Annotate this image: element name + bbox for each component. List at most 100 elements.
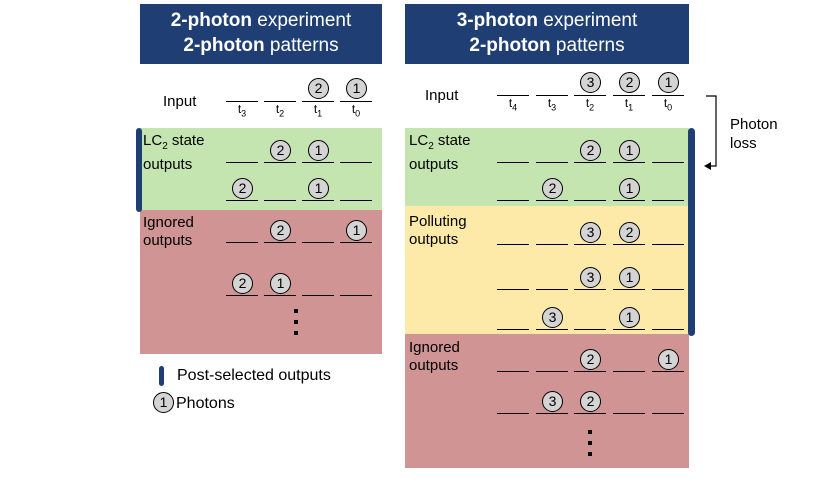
- right-ignored-slot: [652, 413, 684, 414]
- right-polluting-slot: [613, 289, 645, 290]
- left-lc2-slot: [340, 200, 372, 201]
- right-post-selected-bracket: [688, 128, 695, 336]
- left-lc2-photon: 1: [308, 140, 329, 161]
- right-ignored-slot: [652, 371, 684, 372]
- left-input-time-slot: [340, 101, 372, 102]
- right-polluting-slot: [497, 329, 529, 330]
- right-polluting-slot: [536, 289, 568, 290]
- left-ignored-zone: [140, 210, 382, 354]
- right-polluting-slot: [652, 244, 684, 245]
- right-polluting-slot: [574, 244, 606, 245]
- left-lc2-label: LC2 state outputs: [143, 132, 205, 173]
- left-header: 2-photon experiment 2-photon patterns: [140, 4, 382, 64]
- right-header: 3-photon experiment 2-photon patterns: [405, 4, 689, 64]
- right-polluting-slot: [536, 329, 568, 330]
- right-polluting-photon: 3: [542, 307, 563, 328]
- right-input-time-slot: [497, 95, 529, 96]
- left-post-selected-bracket: [136, 128, 142, 212]
- right-ignored-slot: [536, 413, 568, 414]
- left-header-line2: 2-photon patterns: [183, 35, 339, 56]
- right-ignored-photon: 2: [580, 349, 601, 370]
- right-polluting-photon: 3: [580, 267, 601, 288]
- left-lc2-slot: [302, 162, 334, 163]
- left-ignored-slot: [264, 295, 296, 296]
- left-lc2-slot: [226, 162, 258, 163]
- left-input-time-slot: [226, 101, 258, 102]
- right-input-time-slot: [574, 95, 606, 96]
- right-input-time-label: t3: [547, 96, 557, 113]
- left-lc2-slot: [302, 200, 334, 201]
- left-lc2-slot: [340, 162, 372, 163]
- left-input-time-label: t0: [351, 102, 361, 119]
- left-ignored-slot: [226, 295, 258, 296]
- left-input-photon: 1: [346, 78, 367, 99]
- right-input-time-slot: [652, 95, 684, 96]
- legend-photon-icon: 1: [153, 392, 174, 413]
- left-ignored-slot: [226, 242, 258, 243]
- left-ignored-slot: [264, 242, 296, 243]
- right-polluting-slot: [652, 289, 684, 290]
- left-ignored-photon: 1: [346, 220, 367, 241]
- right-lc2-photon: 1: [619, 178, 640, 199]
- right-input-label: Input: [425, 87, 459, 104]
- right-polluting-slot: [574, 329, 606, 330]
- right-ignored-photon: 2: [580, 391, 601, 412]
- right-input-photon: 1: [658, 72, 679, 93]
- right-ignored-label: Ignored outputs: [409, 339, 460, 374]
- left-ignored-photon: 2: [270, 220, 291, 241]
- right-ignored-slot: [497, 413, 529, 414]
- right-ignored-slot: [613, 413, 645, 414]
- right-polluting-photon: 1: [619, 267, 640, 288]
- right-polluting-slot: [652, 329, 684, 330]
- legend-photons: Photons: [176, 395, 235, 412]
- right-ignored-slot: [574, 371, 606, 372]
- left-input-time-label: t3: [237, 102, 247, 119]
- right-lc2-slot: [574, 162, 606, 163]
- right-polluting-slot: [613, 329, 645, 330]
- left-ignored-label: Ignored outputs: [143, 214, 194, 249]
- right-polluting-label: Polluting outputs: [409, 213, 467, 248]
- right-more-dots: [588, 430, 592, 463]
- right-header-line1: 3-photon experiment: [456, 10, 638, 31]
- right-lc2-slot: [497, 200, 529, 201]
- right-lc2-slot: [613, 162, 645, 163]
- left-ignored-slot: [340, 295, 372, 296]
- right-ignored-slot: [574, 413, 606, 414]
- photon-loss-label: Photon loss: [730, 116, 778, 152]
- right-polluting-slot: [574, 289, 606, 290]
- right-input-time-label: t1: [624, 96, 634, 113]
- right-polluting-slot: [536, 244, 568, 245]
- left-ignored-slot: [340, 242, 372, 243]
- right-lc2-slot: [652, 162, 684, 163]
- right-lc2-slot: [574, 200, 606, 201]
- left-ignored-slot: [302, 242, 334, 243]
- legend-post-selected: Post-selected outputs: [177, 367, 331, 384]
- left-lc2-zone: [140, 128, 382, 210]
- right-header-line2: 2-photon patterns: [469, 35, 625, 56]
- right-polluting-photon: 2: [619, 222, 640, 243]
- right-polluting-photon: 3: [580, 222, 601, 243]
- left-ignored-slot: [302, 295, 334, 296]
- right-polluting-photon: 1: [619, 307, 640, 328]
- right-lc2-photon: 2: [580, 140, 601, 161]
- right-input-photon: 3: [580, 72, 601, 93]
- right-polluting-slot: [497, 289, 529, 290]
- right-lc2-slot: [613, 200, 645, 201]
- right-input-time-label: t2: [585, 96, 595, 113]
- left-input-time-slot: [302, 101, 334, 102]
- right-input-photon: 2: [619, 72, 640, 93]
- left-more-dots: [294, 309, 298, 342]
- right-ignored-slot: [613, 371, 645, 372]
- left-input-time-label: t1: [313, 102, 323, 119]
- legend-bracket-swatch: [159, 366, 164, 386]
- left-lc2-slot: [226, 200, 258, 201]
- left-lc2-photon: 2: [270, 140, 291, 161]
- left-lc2-slot: [264, 200, 296, 201]
- right-lc2-slot: [536, 200, 568, 201]
- left-ignored-photon: 1: [270, 273, 291, 294]
- right-polluting-slot: [613, 244, 645, 245]
- right-ignored-slot: [497, 371, 529, 372]
- right-lc2-label: LC2 state outputs: [409, 132, 471, 173]
- left-lc2-photon: 1: [308, 178, 329, 199]
- right-lc2-slot: [652, 200, 684, 201]
